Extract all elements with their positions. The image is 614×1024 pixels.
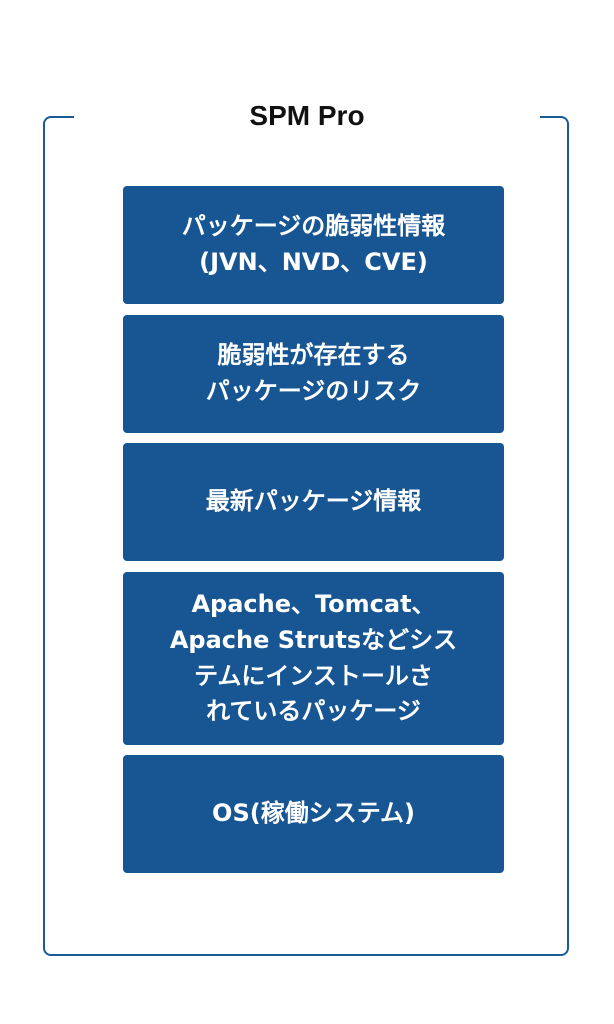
diagram-title: SPM Pro [74, 96, 540, 136]
layer-os-label: OS(稼働システム) [212, 799, 415, 828]
layer-installed-packages: Apache、Tomcat、 Apache Strutsなどシス テムにインスト… [123, 572, 504, 745]
layer-latest-package-info-label: 最新パッケージ情報 [205, 487, 422, 516]
layer-vulnerability-info: パッケージの脆弱性情報 (JVN、NVD、CVE) [123, 186, 504, 304]
layer-installed-packages-label: Apache、Tomcat、 Apache Strutsなどシス テムにインスト… [169, 590, 458, 726]
layer-latest-package-info: 最新パッケージ情報 [123, 443, 504, 561]
layer-package-risk-label: 脆弱性が存在する パッケージのリスク [205, 341, 422, 405]
layer-package-risk: 脆弱性が存在する パッケージのリスク [123, 315, 504, 433]
layer-os: OS(稼働システム) [123, 755, 504, 873]
layer-vulnerability-info-label: パッケージの脆弱性情報 (JVN、NVD、CVE) [181, 212, 446, 276]
